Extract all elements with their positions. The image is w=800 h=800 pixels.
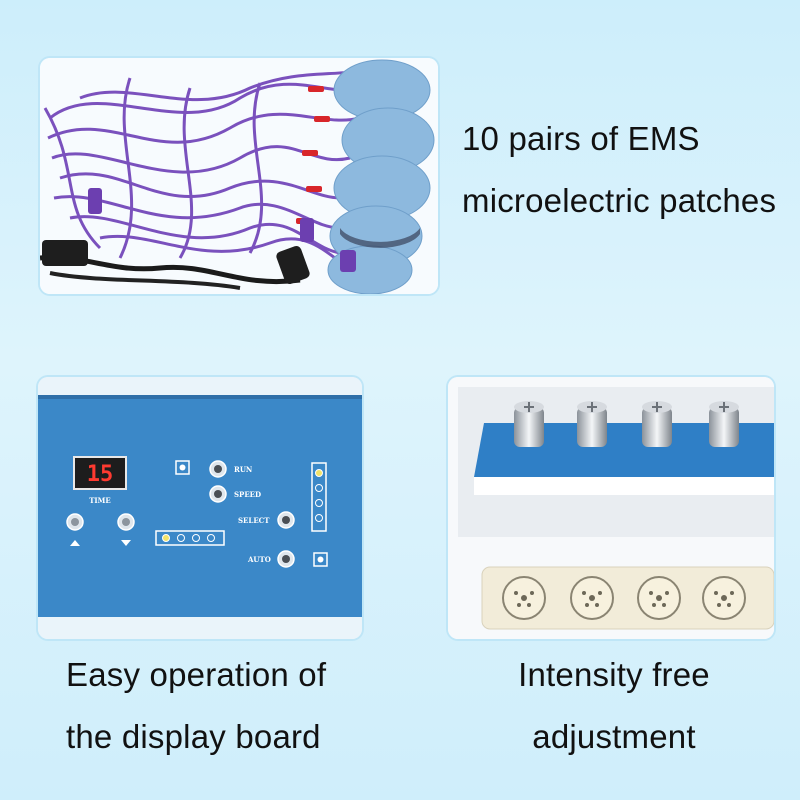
intensity-knob-2 xyxy=(577,401,607,447)
control-board-image: 15 TIME RUN SPEED SELECT AUTO xyxy=(38,377,362,639)
caption-line: 10 pairs of EMS xyxy=(462,120,700,157)
caption-line: Easy operation of xyxy=(66,656,327,693)
down-arrow-icon xyxy=(121,540,131,546)
caption-line: adjustment xyxy=(532,718,696,755)
intensity-knob-1 xyxy=(514,401,544,447)
caption-line: microelectric patches xyxy=(462,182,777,219)
up-arrow-icon xyxy=(70,540,80,546)
intensity-knobs-image xyxy=(448,377,774,639)
feature-caption-intensity: Intensity free adjustment xyxy=(515,644,715,768)
select-label: SELECT xyxy=(238,516,270,525)
feature-caption-patches: 10 pairs of EMS microelectric patches xyxy=(462,108,776,232)
auto-label: AUTO xyxy=(247,555,271,564)
electrode-patches-image xyxy=(40,58,438,294)
intensity-knob-4 xyxy=(709,401,739,447)
speed-label: SPEED xyxy=(234,490,261,499)
caption-line: the display board xyxy=(66,718,321,755)
caption-line: Intensity free xyxy=(518,656,710,693)
feature-caption-display-board: Easy operation of the display board xyxy=(66,644,326,768)
intensity-knob-3 xyxy=(642,401,672,447)
run-label: RUN xyxy=(234,465,253,474)
digital-display: 15 xyxy=(87,462,114,487)
time-label: TIME xyxy=(89,496,111,505)
